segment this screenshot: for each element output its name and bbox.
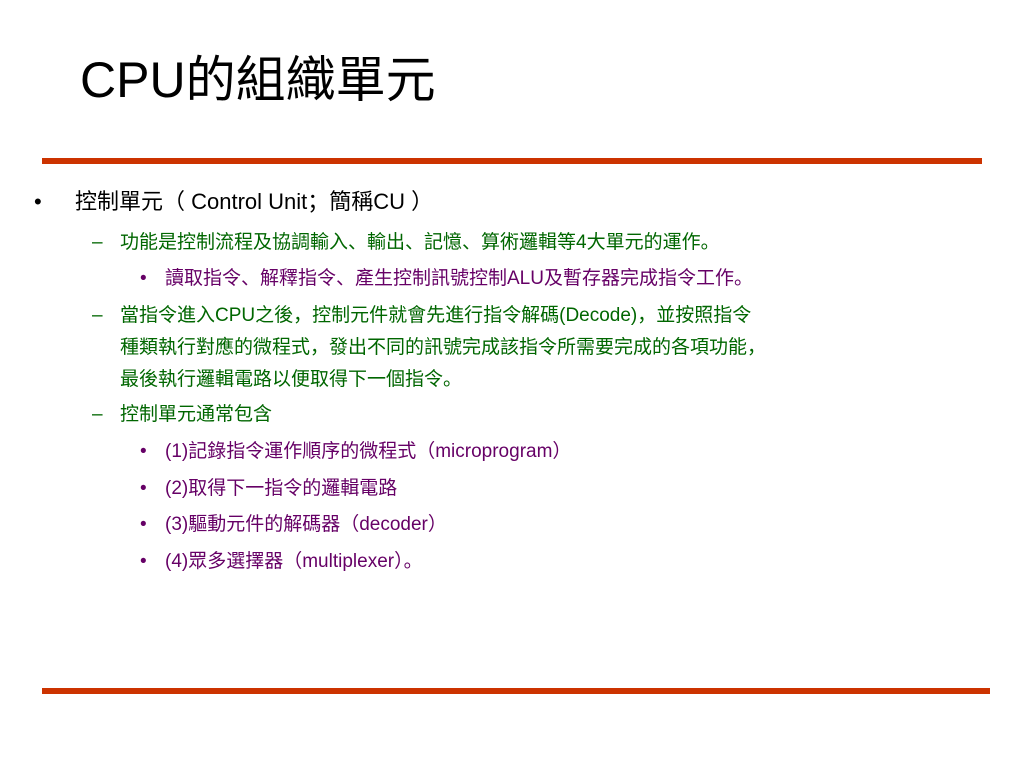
dash-marker: –	[92, 404, 103, 425]
subitem-decode-line-2: 種類執行對應的微程式，發出不同的訊號完成該指令所需要完成的各項功能，	[120, 337, 767, 358]
bullet-marker: •	[34, 189, 42, 214]
subitem-function: 功能是控制流程及協調輸入、輸出、記憶、算術邏輯等4大單元的運作。	[120, 232, 720, 253]
subitem-decode-line-1: 當指令進入CPU之後，控制元件就會先進行指令解碼(Decode)，並按照指令	[120, 305, 752, 326]
page-title: CPU的組織單元	[80, 52, 436, 108]
title-divider	[42, 158, 982, 164]
footer-divider	[42, 688, 990, 694]
bullet-control-unit: 控制單元（ Control Unit；簡稱CU ）	[75, 189, 434, 214]
bullet-marker: •	[140, 551, 147, 572]
dash-marker: –	[92, 305, 103, 326]
dash-marker: –	[92, 232, 103, 253]
subitem-decode-line-3: 最後執行邏輯電路以便取得下一個指令。	[120, 369, 463, 390]
bullet-marker: •	[140, 478, 147, 499]
list-item-microprogram: (1)記錄指令運作順序的微程式（microprogram）	[165, 441, 572, 462]
list-item-decoder: (3)驅動元件的解碼器（decoder）	[165, 514, 447, 535]
subitem-contains: 控制單元通常包含	[120, 404, 273, 425]
list-item-multiplexer: (4)眾多選擇器（multiplexer）。	[165, 551, 423, 572]
bullet-marker: •	[140, 514, 147, 535]
list-item-logic-circuit: (2)取得下一指令的邏輯電路	[165, 478, 398, 499]
bullet-marker: •	[140, 268, 147, 289]
subitem-read-instruction: 讀取指令、解釋指令、產生控制訊號控制ALU及暫存器完成指令工作。	[165, 268, 753, 289]
bullet-marker: •	[140, 441, 147, 462]
